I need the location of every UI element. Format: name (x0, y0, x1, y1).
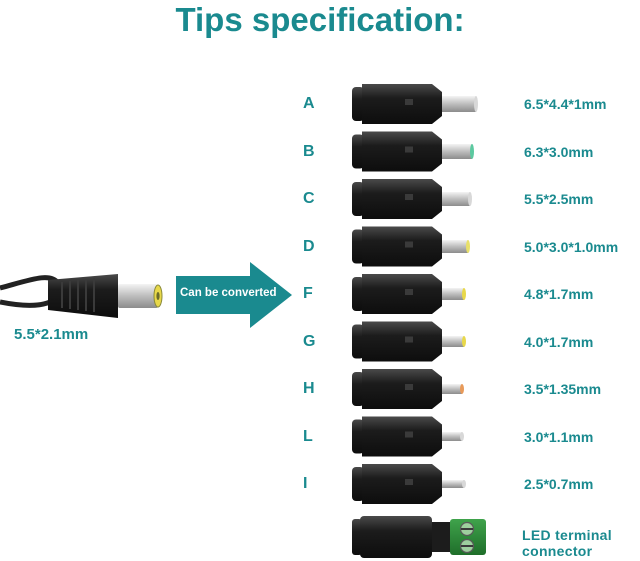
tip-letter: B (303, 142, 315, 160)
page-title: Tips specification: (175, 1, 465, 38)
tip-adapter (352, 84, 478, 124)
tip-adapter (352, 179, 472, 219)
tip-letter: H (303, 380, 315, 397)
tip-letter: A (303, 95, 315, 112)
tip-spec: 2.5*0.7mm (524, 476, 594, 492)
tip-letter: C (303, 190, 315, 207)
tip-adapter (352, 226, 470, 267)
tip-spec: 6.5*4.4*1mm (524, 96, 607, 112)
tip-spec: 5.5*2.5mm (524, 191, 594, 207)
tip-spec: 5.0*3.0*1.0mm (524, 238, 619, 255)
tip-adapter (352, 416, 464, 457)
tip-spec: 4.8*1.7mm (524, 286, 594, 302)
tip-adapter (352, 131, 474, 172)
tip-spec: 3.5*1.35mm (524, 381, 602, 397)
tip-letter: F (303, 285, 313, 302)
tip-adapter (352, 321, 466, 362)
source-plug-spec: 5.5*2.1mm (14, 326, 89, 343)
tip-letter: I (303, 475, 308, 492)
source-plug (0, 274, 163, 318)
tip-adapter (352, 464, 466, 504)
terminal-connector-label: LED terminal connector (522, 527, 612, 559)
tip-letter: D (303, 237, 315, 255)
convert-arrow (176, 262, 292, 328)
terminal-connector (352, 516, 486, 558)
tip-letter: L (303, 427, 313, 445)
tip-spec: 3.0*1.1mm (524, 428, 594, 445)
convert-arrow-label: Can be converted (180, 287, 277, 299)
tip-letter: G (303, 332, 316, 350)
tip-adapter (352, 274, 466, 314)
tip-adapter (352, 369, 464, 409)
tip-spec: 6.3*3.0mm (524, 143, 594, 160)
tip-spec: 4.0*1.7mm (524, 333, 594, 350)
